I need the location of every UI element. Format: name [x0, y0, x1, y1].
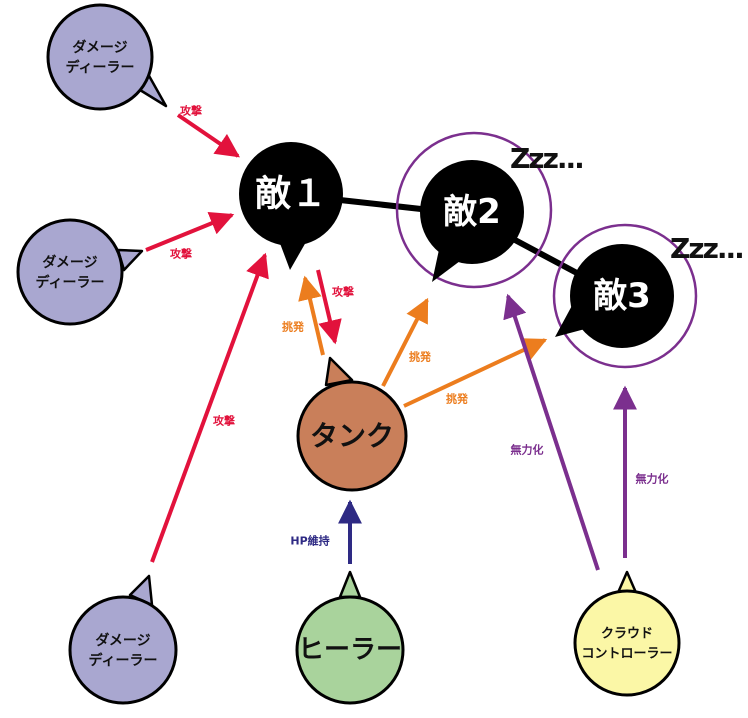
tank-label: タンク	[310, 420, 394, 453]
dps1-label-line1: ダメージ	[72, 39, 127, 56]
dps-node-3: ダメージ ディーラー	[68, 574, 178, 705]
enemy-node-3: 敵3	[555, 244, 674, 348]
label-cc-disable2: 無力化	[511, 443, 544, 457]
sleep-status-enemy2: Zzz...	[510, 142, 583, 175]
dps1-label-line2: ディーラー	[65, 59, 134, 76]
label-enemy1-attack: 攻撃	[332, 285, 354, 299]
bubble-body	[46, 3, 154, 111]
enemy1-label: 敵１	[255, 174, 327, 215]
link-enemy1-enemy2	[339, 197, 431, 213]
dps-node-1: ダメージ ディーラー	[46, 3, 168, 111]
enemy3-label: 敵3	[593, 276, 651, 316]
healer-node: ヒーラー	[295, 570, 405, 705]
edge-tank-provoke2	[381, 297, 429, 387]
enemy2-label: 敵2	[443, 192, 501, 232]
bubble-body	[16, 218, 124, 326]
edge-dps2-attack	[145, 212, 235, 252]
cc-label-line2: コントローラー	[581, 647, 672, 662]
edge-cc-disable2	[503, 293, 600, 571]
tank-node: タンク	[296, 356, 408, 492]
label-cc-disable3: 無力化	[636, 472, 669, 486]
bubble-body	[239, 142, 343, 246]
dps3-label-line2: ディーラー	[88, 652, 157, 669]
dps2-label-line2: ディーラー	[35, 274, 104, 291]
dps-node-2: ダメージ ディーラー	[16, 218, 144, 326]
enemy-node-1: 敵１	[239, 142, 343, 270]
bubble-body	[296, 380, 408, 492]
edge-labels: 攻撃 攻撃 攻撃 攻撃 挑発 挑発 挑発 HP維持 無力化 無力化	[170, 104, 669, 548]
bubble-body	[573, 589, 681, 697]
dps3-label-line1: ダメージ	[95, 632, 150, 649]
edge-tank-provoke1	[298, 275, 325, 356]
sleep-ring-enemy2	[395, 131, 553, 289]
sleep-ring-enemy3	[552, 223, 698, 369]
healer-label: ヒーラー	[298, 635, 402, 665]
edge-dps3-attack	[150, 252, 269, 563]
label-dps1-attack: 攻撃	[180, 104, 202, 118]
dps2-label-line1: ダメージ	[42, 254, 97, 271]
bubble-body	[68, 595, 178, 705]
edge-tank-provoke3	[403, 338, 548, 408]
crowd-controller-node: クラウド コントローラー	[573, 570, 681, 697]
sleep-status-enemy3: Zzz...	[670, 232, 743, 265]
label-tank-provoke3: 挑発	[446, 392, 469, 406]
bubble-body	[570, 244, 674, 348]
label-dps2-attack: 攻撃	[170, 247, 192, 261]
edge-dps1-attack	[176, 113, 240, 158]
enemy-node-2: 敵2	[420, 160, 524, 282]
bubble-body	[420, 160, 524, 264]
label-healer-heal: HP維持	[290, 534, 329, 548]
edges	[145, 113, 637, 571]
bubble-body	[295, 595, 405, 705]
label-tank-provoke2: 挑発	[409, 350, 432, 364]
cc-label-line1: クラウド	[601, 627, 653, 642]
label-tank-provoke1: 挑発	[282, 320, 305, 334]
edge-enemy1-attack-tank	[316, 269, 342, 345]
bubble-tail	[338, 570, 362, 599]
label-dps3-attack: 攻撃	[213, 414, 235, 428]
